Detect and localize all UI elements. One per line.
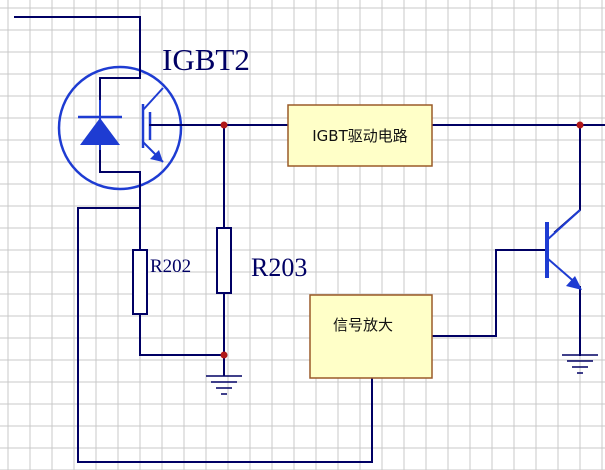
resistor-r202-icon xyxy=(132,249,148,315)
junction-dot xyxy=(220,351,228,359)
igbt-emitter-path xyxy=(99,149,141,196)
wire-amp-to-base xyxy=(431,249,546,337)
wire-collector xyxy=(553,124,581,234)
amplifier-box xyxy=(309,294,433,379)
driver-box xyxy=(287,104,433,167)
igbt-outline xyxy=(57,65,183,191)
driver-box-label: IGBT驱动电路 xyxy=(312,127,408,145)
igbt-arrow xyxy=(150,150,163,162)
igbt-symbol-icon xyxy=(57,59,183,196)
resistor-r203-icon xyxy=(216,227,232,294)
wires xyxy=(14,16,605,463)
r203-label: R203 xyxy=(251,253,307,282)
junction-dot xyxy=(220,121,228,129)
ground-icon xyxy=(206,375,242,395)
transistor-arrow xyxy=(566,276,582,290)
wire-top-feed xyxy=(14,16,141,61)
npn-transistor-icon xyxy=(545,209,582,290)
amplifier-box-label: 信号放大 xyxy=(333,316,393,334)
junction-dot xyxy=(576,121,584,129)
igbt-label: IGBT2 xyxy=(162,42,250,77)
wire-feedback-loop xyxy=(77,207,373,463)
r202-label: R202 xyxy=(150,256,191,277)
transistor-collector-leg xyxy=(546,209,581,241)
ground-icon xyxy=(562,354,598,374)
wire-r202-bottom xyxy=(139,313,225,356)
igbt-collector-path xyxy=(99,59,141,101)
